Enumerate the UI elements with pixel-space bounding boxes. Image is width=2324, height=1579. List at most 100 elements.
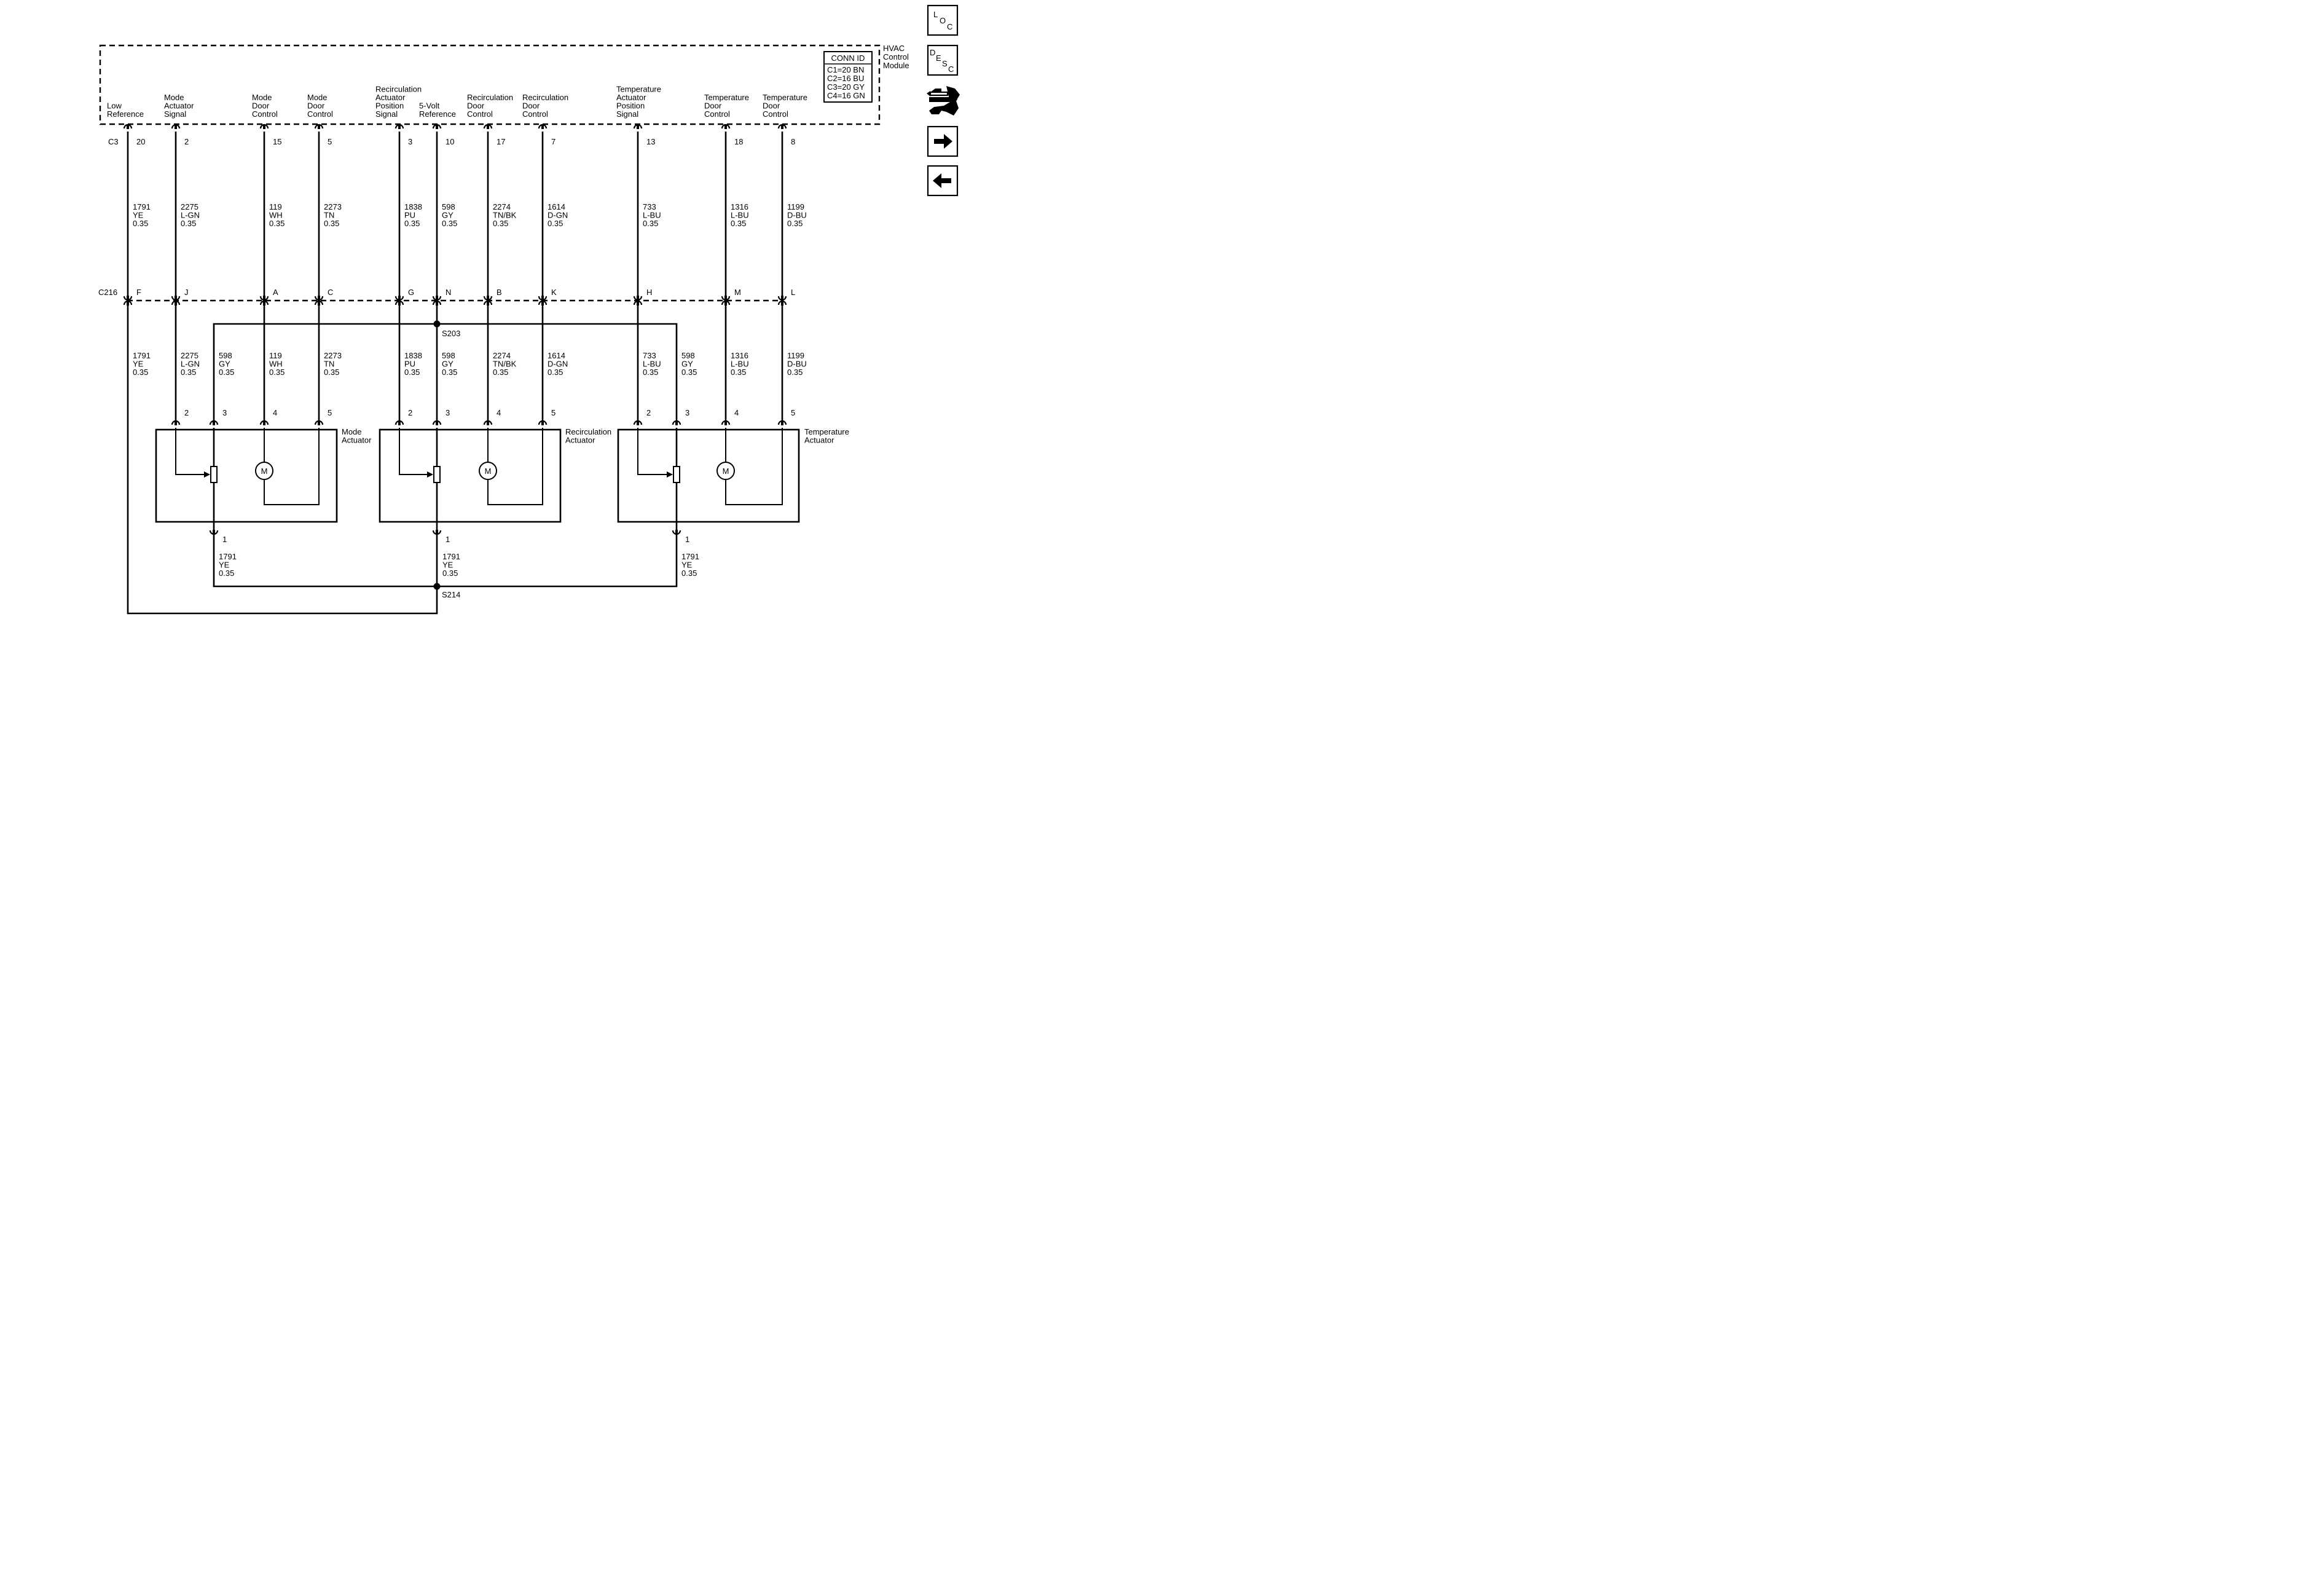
potentiometer-icon <box>210 466 218 483</box>
actuator-pin-number: 4 <box>734 408 739 417</box>
connector-pin <box>314 299 324 307</box>
connector-pin <box>432 529 442 536</box>
connector-c3-label: C3 <box>108 137 119 146</box>
conn-id-row: C1=20 BN <box>827 65 864 74</box>
connector-pin <box>672 419 681 427</box>
connector-pin <box>633 299 643 307</box>
desc-letter: D <box>930 48 935 57</box>
connector-pin <box>672 529 681 536</box>
actuator-pin-number: 2 <box>646 408 651 417</box>
actuator-pin-number: 2 <box>184 408 189 417</box>
connector-wrench-icon <box>927 86 960 116</box>
conn-id-row: C4=16 GN <box>827 91 865 100</box>
loc-letter: C <box>947 22 952 31</box>
actuator-pin-number: 4 <box>273 408 277 417</box>
wiper-arrow-icon <box>204 471 210 478</box>
pin-letter-c216: M <box>734 288 741 297</box>
s214-bus: S214 <box>127 305 678 615</box>
pin-number-c3: 8 <box>791 137 795 146</box>
pin-number-c3: 13 <box>646 137 655 146</box>
connector-pin <box>171 299 181 307</box>
connector-pin <box>395 299 404 307</box>
desc-letter: E <box>936 53 941 63</box>
splice-s214-label: S214 <box>442 590 460 599</box>
actuator-pin-number: 5 <box>551 408 555 417</box>
splice-s203-dot <box>433 320 441 328</box>
pin-number-c3: 15 <box>273 137 281 146</box>
actuator-ground-pin: 1 <box>446 535 450 544</box>
wiring-diagram: HVAC Control Module CONN ID C1=20 BN C2=… <box>98 4 960 615</box>
pin-number-c3: 2 <box>184 137 189 146</box>
pin-letter-c216: N <box>446 288 451 297</box>
pin-letter-c216: H <box>646 288 652 297</box>
connector-pin <box>395 419 404 427</box>
motor-symbol: M <box>723 467 729 476</box>
actuator-pin-number: 2 <box>408 408 412 417</box>
arrow-right-icon <box>934 134 952 149</box>
connector-pin <box>432 419 442 427</box>
loc-letter: L <box>933 10 938 19</box>
connector-pin <box>259 419 269 427</box>
location-button[interactable]: L O C <box>927 4 959 36</box>
conn-id-row: C2=16 BU <box>827 74 864 83</box>
actuator-pin-number: 3 <box>685 408 689 417</box>
connector-pin <box>171 419 181 427</box>
connector-pin <box>209 529 219 536</box>
loc-letter: O <box>940 16 946 25</box>
conn-id-row: C3=20 GY <box>827 82 865 92</box>
conn-id-title: CONN ID <box>831 53 865 63</box>
description-button[interactable]: D E S C <box>927 44 959 76</box>
pin-number-c3: 7 <box>551 137 555 146</box>
pin-letter-c216: L <box>791 288 795 297</box>
back-button[interactable] <box>927 165 959 197</box>
desc-letter: C <box>948 65 954 74</box>
potentiometer-icon <box>433 466 441 483</box>
connector-pin <box>721 299 731 307</box>
forward-button[interactable] <box>927 125 959 157</box>
s203-bus: S203 <box>213 320 678 420</box>
actuator-ground-pin: 1 <box>685 535 689 544</box>
actuator-ground-pin: 1 <box>222 535 227 544</box>
actuator-pin-number: 5 <box>791 408 795 417</box>
connector-views-button[interactable] <box>927 86 960 116</box>
pin-number-c3: 5 <box>328 137 332 146</box>
splice-s203-label: S203 <box>442 329 460 338</box>
pin-letter-c216: G <box>408 288 414 297</box>
connector-pin <box>209 419 219 427</box>
wiper-arrow-icon <box>667 471 673 478</box>
